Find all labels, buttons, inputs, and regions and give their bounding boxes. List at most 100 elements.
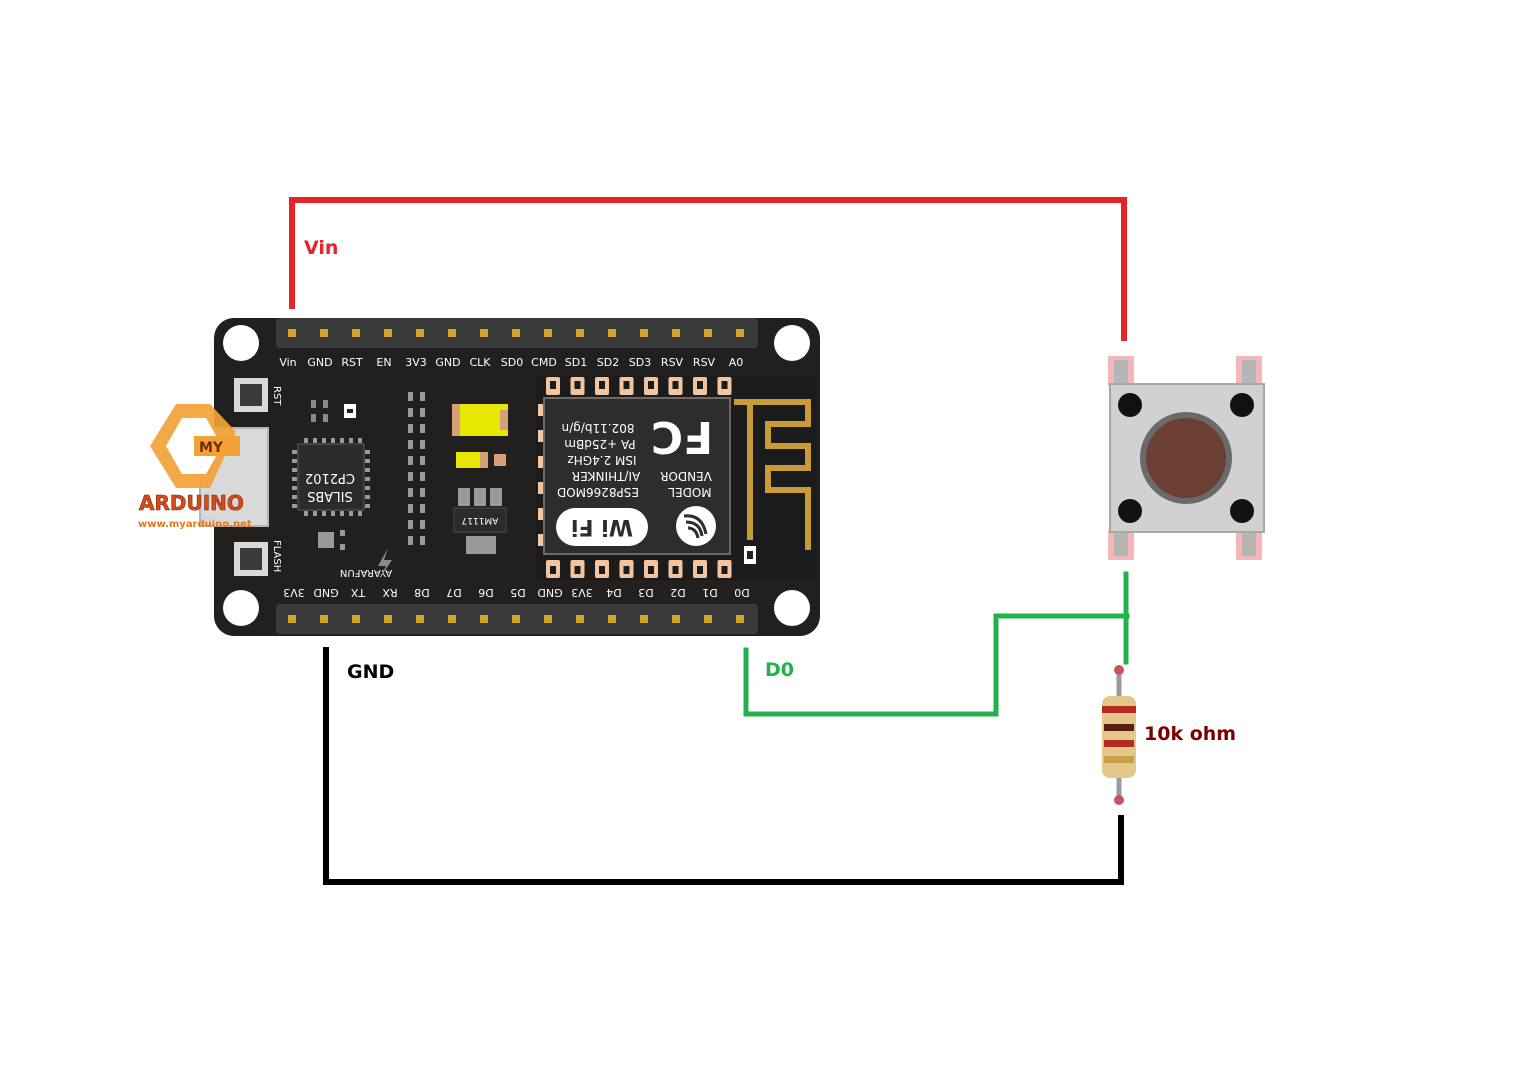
lightning-icon (378, 548, 392, 578)
gnd-label: GND (347, 661, 394, 683)
top-pin-label: SD3 (629, 356, 651, 369)
capacitor (452, 404, 508, 436)
header-pin (608, 615, 616, 623)
header-pin (480, 615, 488, 623)
bottom-pin-label: GND (537, 586, 562, 599)
rst-label: RST (271, 386, 282, 406)
myarduino-watermark: MY ARDUINO www.myarduino.net (138, 404, 252, 530)
bottom-pin-label: D1 (702, 586, 717, 599)
top-pin-label: A0 (729, 356, 744, 369)
top-pin-label: CLK (469, 356, 491, 369)
header-pin (320, 615, 328, 623)
top-pin-label: CMD (531, 356, 557, 369)
header-pin (448, 329, 456, 337)
bottom-pin-label: D8 (414, 586, 429, 599)
mounting-hole (774, 325, 810, 361)
maker-label: AYARAFUN (340, 567, 392, 578)
bottom-pin-label: 3V3 (571, 586, 593, 599)
header-pin (288, 615, 296, 623)
header-pin (448, 615, 456, 623)
bottom-pin-label: RX (382, 586, 398, 599)
push-button (1108, 356, 1265, 560)
top-pin-label: SD1 (565, 356, 587, 369)
top-pin-label: GND (435, 356, 460, 369)
d0-label: D0 (765, 659, 794, 681)
header-pin (704, 615, 712, 623)
top-pin-label: Vin (279, 356, 296, 369)
header-pin (416, 329, 424, 337)
bottom-pin-label: D4 (606, 586, 621, 599)
module-text-model: MODEL (668, 485, 712, 499)
flash-label: FLASH (271, 540, 282, 572)
wifi-logo: Wi Fi (556, 508, 648, 546)
pcb-antenna (734, 399, 811, 550)
esp8266-module: FC MODEL ESP8266MOD VENDOR AI/THINKER IS… (536, 376, 816, 580)
resistor-value-label: 10k ohm (1144, 723, 1236, 745)
header-pin (544, 329, 552, 337)
resistor-band (1104, 724, 1134, 731)
regulator-label: AM1117 (462, 515, 499, 525)
top-pin-label: SD0 (501, 356, 523, 369)
module-text-name: ESP8266MOD (557, 485, 639, 499)
fc-mark: FC (651, 411, 713, 462)
mounting-hole (223, 590, 259, 626)
header-pin (352, 329, 360, 337)
resistor (1102, 665, 1136, 805)
top-pin-label: RSV (693, 356, 716, 369)
header-pin (512, 615, 520, 623)
top-pin-label: GND (307, 356, 332, 369)
wifi-mark: Wi Fi (571, 514, 633, 539)
small-capacitor (456, 452, 486, 468)
gnd-wire (323, 647, 1124, 885)
module-text-wlan: 802.11b/g/n (562, 421, 635, 435)
header-pin (480, 329, 488, 337)
module-text-ism: ISM 2.4GHz (567, 453, 636, 467)
resistor-band (1102, 706, 1136, 713)
header-pin (576, 615, 584, 623)
bottom-pin-label: D5 (510, 586, 525, 599)
vin-label: Vin (304, 237, 338, 259)
top-pin-label: RSV (661, 356, 684, 369)
module-text-thinker: AI/THINKER (572, 469, 640, 483)
voltage-regulator: AM1117 (453, 488, 507, 554)
module-text-pa: PA +25dBm (564, 437, 635, 451)
chip-line1: CP2102 (305, 470, 355, 485)
header-pin (544, 615, 552, 623)
top-pin-label: EN (376, 356, 391, 369)
d0-wire (743, 571, 1130, 717)
bottom-pin-label: D3 (638, 586, 653, 599)
watermark-name: ARDUINO (139, 491, 244, 515)
header-pin (288, 329, 296, 337)
header-pin (672, 329, 680, 337)
header-pin (672, 615, 680, 623)
header-pin (576, 329, 584, 337)
chip-line2: SILABS (307, 488, 352, 503)
header-pin (384, 329, 392, 337)
usb-bridge-chip: CP2102 SILABS (292, 438, 370, 516)
header-pin (608, 329, 616, 337)
header-pin (384, 615, 392, 623)
resistor-band (1104, 740, 1134, 747)
resistor-band (1104, 756, 1134, 763)
header-pin (736, 329, 744, 337)
bottom-pin-label: D2 (670, 586, 685, 599)
header-pin (320, 329, 328, 337)
header-pin (416, 615, 424, 623)
header-pin (352, 615, 360, 623)
bottom-pin-label: D7 (446, 586, 461, 599)
bottom-pin-label: 3V3 (283, 586, 305, 599)
watermark-my: MY (199, 440, 224, 456)
bottom-pin-label: D0 (734, 586, 749, 599)
top-pin-label: SD2 (597, 356, 619, 369)
mounting-hole (223, 325, 259, 361)
espressif-logo (676, 506, 716, 546)
bottom-pin-label: GND (313, 586, 338, 599)
bottom-pin-label: TX (350, 586, 366, 599)
header-pin (704, 329, 712, 337)
header-pin (736, 615, 744, 623)
bottom-pin-label: D6 (478, 586, 493, 599)
header-pin (640, 329, 648, 337)
watermark-url: www.myarduino.net (138, 519, 252, 530)
mounting-hole (774, 590, 810, 626)
